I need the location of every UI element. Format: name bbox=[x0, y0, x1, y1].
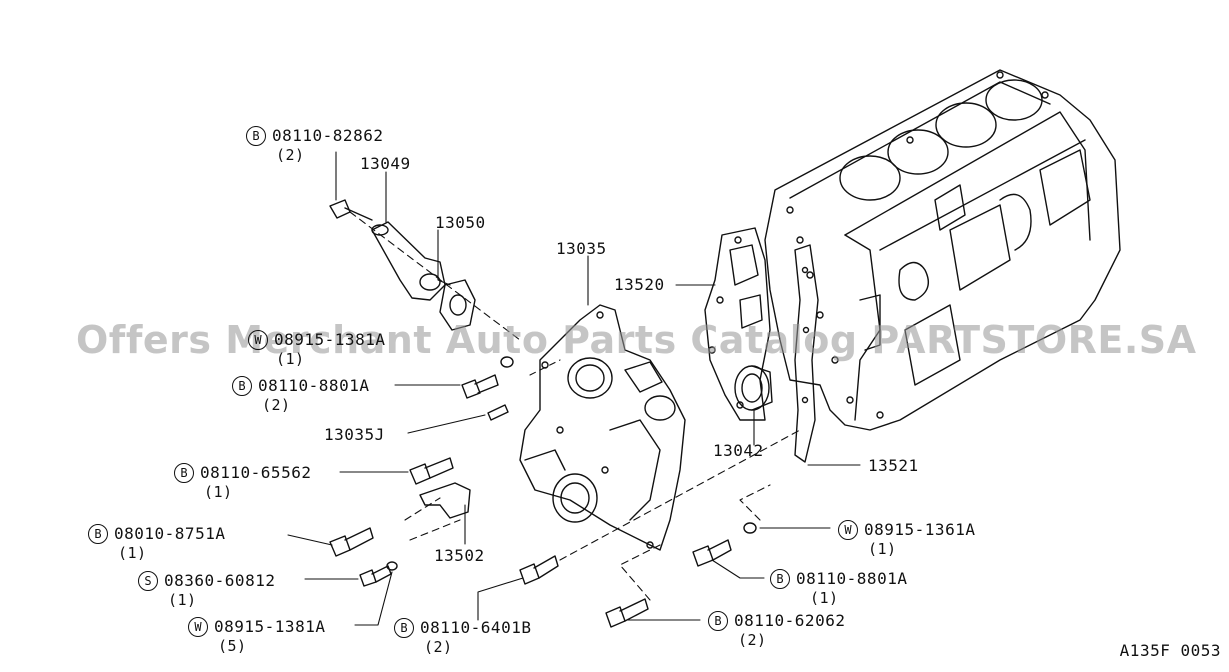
figure-code: A135F 0053 bbox=[1119, 641, 1221, 660]
callout-part-08110-82862[interactable]: 08110-82862 bbox=[272, 126, 384, 145]
callout-qty: (1) bbox=[168, 591, 197, 609]
dowel-13035j bbox=[487, 404, 509, 421]
engine-block bbox=[764, 69, 1121, 431]
callout-part-13521[interactable]: 13521 bbox=[868, 456, 919, 475]
callout-qty: (1) bbox=[276, 350, 305, 368]
washer-1361a bbox=[743, 522, 757, 534]
callout-qty: (2) bbox=[738, 631, 767, 649]
callout-part-08915-1381a-bottom[interactable]: 08915-1381A bbox=[214, 617, 326, 636]
badge-s: S bbox=[138, 571, 158, 591]
bolt-8751a bbox=[329, 527, 374, 557]
callout-qty: (2) bbox=[276, 146, 305, 164]
callout-part-08110-8801a-right[interactable]: 08110-8801A bbox=[796, 569, 908, 588]
callout-part-08360-60812[interactable]: 08360-60812 bbox=[164, 571, 276, 590]
callout-qty: (1) bbox=[118, 544, 147, 562]
bolt-65562 bbox=[409, 457, 454, 485]
badge-w: W bbox=[248, 330, 268, 350]
callout-part-08915-1361a[interactable]: 08915-1361A bbox=[864, 520, 976, 539]
callout-part-13042[interactable]: 13042 bbox=[713, 441, 764, 460]
tensioner-13502 bbox=[419, 482, 471, 519]
callout-qty: (1) bbox=[204, 483, 233, 501]
callout-qty: (5) bbox=[218, 637, 247, 655]
gasket-13050 bbox=[439, 279, 476, 331]
callout-part-13035[interactable]: 13035 bbox=[556, 239, 607, 258]
callout-part-08110-6401b[interactable]: 08110-6401B bbox=[420, 618, 532, 637]
callout-part-08915-1381a-top[interactable]: 08915-1381A bbox=[274, 330, 386, 349]
badge-b: B bbox=[174, 463, 194, 483]
callout-part-08110-65562[interactable]: 08110-65562 bbox=[200, 463, 312, 482]
callout-part-13035j[interactable]: 13035J bbox=[324, 425, 385, 444]
badge-b: B bbox=[708, 611, 728, 631]
bolt-6401b bbox=[519, 555, 559, 585]
oil-seal-13042 bbox=[734, 365, 773, 411]
badge-b: B bbox=[232, 376, 252, 396]
callout-part-08010-8751a[interactable]: 08010-8751A bbox=[114, 524, 226, 543]
washer-small-top bbox=[500, 356, 514, 368]
leader-lines bbox=[287, 151, 861, 626]
bolt-top bbox=[329, 199, 373, 221]
badge-w: W bbox=[838, 520, 858, 540]
callout-qty: (2) bbox=[424, 638, 453, 656]
badge-b: B bbox=[770, 569, 790, 589]
stud-60812 bbox=[359, 561, 398, 587]
callout-qty: (2) bbox=[262, 396, 291, 414]
callout-qty: (1) bbox=[868, 540, 897, 558]
front-cover-13035 bbox=[519, 304, 686, 551]
bolt-8801a-right bbox=[692, 539, 732, 567]
callout-part-08110-8801a-left[interactable]: 08110-8801A bbox=[258, 376, 370, 395]
callout-part-13520[interactable]: 13520 bbox=[614, 275, 665, 294]
callout-part-08110-62062[interactable]: 08110-62062 bbox=[734, 611, 846, 630]
callout-part-13049[interactable]: 13049 bbox=[360, 154, 411, 173]
gasket-13521 bbox=[794, 244, 819, 463]
gasket-13520 bbox=[704, 227, 771, 421]
water-outlet-13049 bbox=[371, 221, 446, 301]
callout-part-13050[interactable]: 13050 bbox=[435, 213, 486, 232]
badge-b: B bbox=[88, 524, 108, 544]
badge-b: B bbox=[394, 618, 414, 638]
badge-w: W bbox=[188, 617, 208, 637]
bolt-62062 bbox=[605, 598, 649, 628]
callout-part-13502[interactable]: 13502 bbox=[434, 546, 485, 565]
bolt-8801a-left bbox=[461, 374, 499, 399]
badge-b: B bbox=[246, 126, 266, 146]
callout-qty: (1) bbox=[810, 589, 839, 607]
